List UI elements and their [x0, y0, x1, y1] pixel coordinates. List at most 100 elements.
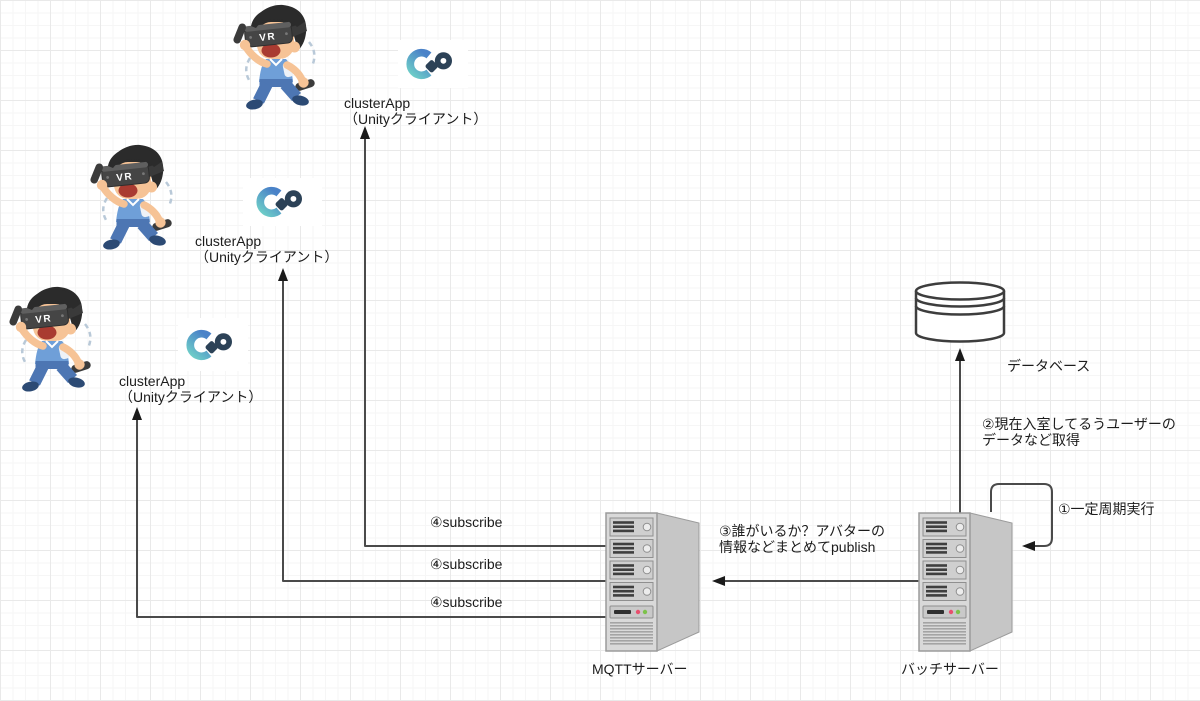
collar: [126, 198, 140, 207]
headset-screw: [249, 36, 253, 39]
motion-line-icon: [245, 57, 252, 81]
shoe: [68, 377, 85, 388]
leg-right: [137, 220, 158, 241]
database-icon: [914, 281, 1006, 343]
client-label-line2: （Unityクライアント）: [119, 389, 263, 405]
ear: [289, 41, 300, 53]
subscribe-label-2: ④subscribe: [430, 556, 503, 572]
client-label-line2: （Unityクライアント）: [344, 111, 488, 127]
client-label-3: clusterApp （Unityクライアント）: [119, 373, 262, 405]
arrowhead-up-1: [360, 126, 370, 139]
client-label-2: clusterApp （Unityクライアント）: [195, 233, 338, 265]
subscribe-arrow-1: [364, 139, 607, 547]
arrowhead-up-3: [132, 407, 142, 420]
database-label: データベース: [1007, 358, 1091, 374]
leg-left: [253, 81, 273, 104]
server-indicator-panel: [922, 605, 967, 619]
motion-line-icon: [102, 197, 109, 221]
leg-right: [56, 362, 77, 383]
client-label-line1: clusterApp: [119, 373, 186, 389]
database-body: [914, 291, 1006, 343]
database-disk-line: [914, 305, 1006, 316]
database-disk-line: [914, 297, 1006, 308]
publish-label-line2: 情報などまとめてpublish: [719, 539, 876, 555]
server-vents: [923, 622, 966, 645]
cluster-logo-box-2: [243, 178, 322, 226]
hair-front: [27, 289, 79, 310]
mouth: [261, 43, 281, 58]
shoe: [246, 99, 263, 110]
hair-front: [108, 147, 160, 168]
vr-headset-label: VR: [116, 171, 134, 184]
collar: [269, 58, 283, 67]
mqtt-server-icon: [605, 512, 700, 652]
subscribe-arrow-2: [282, 281, 607, 582]
headset-screw: [142, 172, 145, 176]
motion-line-icon: [308, 41, 316, 67]
vr-headset-band: [20, 303, 68, 314]
server-indicator-panel: [609, 605, 654, 619]
db-fetch-label-line1: ②現在入室してるうユーザーの: [982, 416, 1176, 432]
mouth: [118, 183, 138, 198]
db-fetch-label-line2: データなど取得: [982, 432, 1080, 448]
arrowhead-up-db: [955, 348, 965, 361]
leg-left: [110, 221, 130, 244]
collar: [45, 340, 59, 349]
db-fetch-label: ②現在入室してるうユーザーの データなど取得: [982, 416, 1176, 448]
arrowhead-up-2: [278, 268, 288, 281]
headset-strap: [288, 22, 307, 38]
vr-user-3: VR: [9, 286, 92, 392]
vr-controller-icon: [9, 305, 23, 326]
hand: [155, 217, 166, 228]
cluster-logo-icon: [186, 329, 232, 360]
client-label-line1: clusterApp: [344, 95, 411, 111]
headset-strap: [145, 162, 164, 178]
mqtt-server-label: MQTTサーバー: [592, 661, 688, 677]
client-label-line2: （Unityクライアント）: [195, 249, 339, 265]
hand: [239, 39, 251, 51]
database-top: [914, 281, 1006, 301]
server-side-panel: [969, 512, 1013, 652]
vr-headset-band: [244, 21, 292, 32]
mouth: [37, 325, 57, 340]
leg-right: [280, 80, 301, 101]
headset-screw: [61, 314, 64, 318]
headset-screw: [285, 32, 288, 36]
loop-label: ①一定周期実行: [1058, 501, 1155, 517]
server-side-panel: [656, 512, 700, 652]
vr-controller-icon: [233, 23, 247, 44]
client-label-line1: clusterApp: [195, 233, 262, 249]
shoe: [292, 95, 309, 106]
cluster-logo-box-3: [178, 318, 248, 371]
cluster-logo-box-1: [398, 40, 468, 88]
headset-strap: [64, 304, 83, 320]
ear: [65, 323, 76, 335]
motion-line-icon: [165, 181, 173, 207]
hips: [259, 79, 293, 87]
shoe: [149, 235, 166, 246]
subscribe-label-1: ④subscribe: [430, 514, 503, 530]
leg-left: [29, 363, 49, 386]
publish-label-line1: ③誰がいるか？アバターの: [719, 523, 885, 539]
server-drive-bays: [609, 517, 654, 601]
cluster-logo-icon: [406, 48, 452, 80]
hand: [74, 359, 85, 370]
vr-headset-label: VR: [259, 31, 277, 44]
vr-user-1: VR: [233, 4, 316, 110]
headset-screw: [106, 176, 110, 179]
publish-label: ③誰がいるか？アバターの 情報などまとめてpublish: [719, 523, 885, 555]
client-label-1: clusterApp （Unityクライアント）: [344, 95, 487, 127]
subscribe-arrow-3: [136, 420, 607, 618]
hair-front: [251, 7, 303, 28]
server-vents: [610, 622, 653, 645]
ear: [146, 181, 157, 193]
hand: [298, 77, 309, 88]
vr-headset-band: [101, 161, 149, 172]
arrowhead-left-loop: [1022, 541, 1035, 551]
batch-server-label: バッチサーバー: [901, 661, 999, 677]
vr-user-2: VR: [90, 144, 173, 250]
headset-screw: [25, 318, 29, 321]
subscribe-label-3: ④subscribe: [430, 594, 503, 610]
